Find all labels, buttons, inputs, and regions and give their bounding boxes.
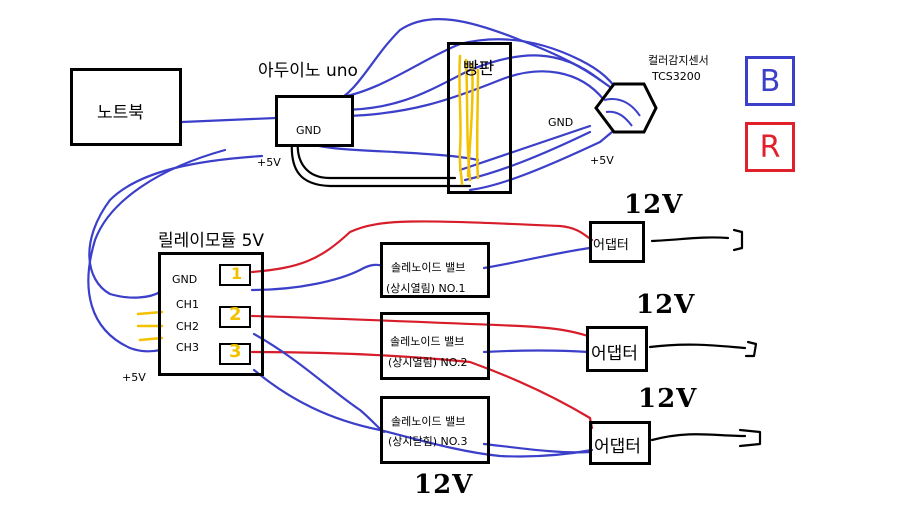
valve-3-line1: 솔레노이드 밸브 (391, 415, 466, 428)
relay-title: 릴레이모듈 5V (158, 231, 265, 251)
valve-2-line2: (상시열림) NO.2 (388, 356, 468, 369)
v12-label-3: 12V (638, 384, 698, 414)
valve-3-line2: (상시닫힘) NO.3 (388, 435, 468, 448)
legend-red: R (745, 122, 795, 172)
valve-3-box (380, 396, 490, 464)
sensor-model: TCS3200 (652, 70, 701, 83)
relay-gnd-label: GND (172, 273, 198, 286)
relay-box (158, 252, 264, 376)
v12-label-1: 12V (624, 190, 684, 220)
breadboard-label: 빵판 (463, 59, 495, 79)
adapter-3-box (589, 421, 651, 465)
v12-label-bottom: 12V (414, 470, 474, 500)
v12-label-2: 12V (636, 290, 696, 320)
adapter-1-box (589, 221, 645, 263)
sensor-title: 컬러감지센서 (648, 54, 709, 67)
relay-ch1-label: CH1 (176, 298, 199, 311)
relay-ch2-label: CH2 (176, 320, 199, 333)
sensor-5v-label: +5V (590, 154, 614, 167)
relay-num-1: 1 (231, 264, 243, 283)
relay-ch3-label: CH3 (176, 341, 199, 354)
notebook-box (70, 68, 182, 146)
sensor-wire-loops (603, 98, 641, 127)
valve-1-line1: 솔레노이드 밸브 (391, 261, 466, 274)
notebook-label: 노트북 (97, 103, 144, 123)
relay-terminal-3 (219, 343, 251, 365)
arduino-box (275, 95, 354, 147)
relay-num-2: 2 (229, 304, 242, 325)
relay-num-3: 3 (229, 341, 242, 362)
yellow-marks (136, 54, 480, 342)
adapter-2-label: 어댑터 (591, 344, 638, 364)
adapter-2-box (586, 326, 648, 372)
adapter-3-label: 어댑터 (594, 437, 641, 457)
sensor-gnd-label: GND (548, 116, 574, 129)
arduino-title: 아두이노 uno (258, 61, 358, 81)
valve-1-box (380, 242, 490, 298)
adapter-1-label: 어댑터 (593, 238, 629, 253)
arduino-gnd-label: GND (296, 124, 322, 137)
arduino-5v-label: +5V (257, 156, 281, 169)
red-wires (250, 220, 594, 430)
valve-2-line1: 솔레노이드 밸브 (390, 335, 465, 348)
valve-2-box (380, 312, 490, 380)
blue-wires (87, 18, 626, 458)
valve-1-line2: (상시열림) NO.1 (386, 282, 466, 295)
relay-5v-label: +5V (122, 371, 146, 384)
breadboard-box (447, 42, 512, 194)
legend-blue: B (745, 56, 795, 106)
color-sensor-hexagon (594, 82, 658, 134)
relay-terminal-2 (219, 306, 251, 328)
relay-terminal-1 (219, 264, 251, 286)
